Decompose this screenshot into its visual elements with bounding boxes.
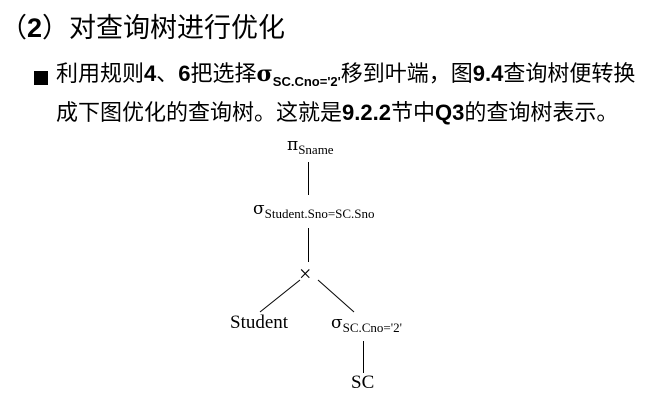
relation-student: Student	[230, 312, 289, 333]
heading-number: 2	[27, 13, 43, 43]
rule-number: 4	[144, 61, 157, 86]
cross-product-symbol: ×	[299, 261, 312, 286]
join-condition: Student.Sno=SC.Sno	[264, 206, 375, 221]
edge-select-product	[308, 228, 309, 262]
projection-node: πSname	[287, 134, 334, 158]
text-run: 把选择	[190, 62, 257, 87]
edge-select-sc	[363, 341, 364, 373]
projection-attribute: Sname	[298, 142, 334, 157]
edge-projection-select	[308, 162, 309, 195]
heading-title: ）对查询树进行优化	[42, 13, 286, 44]
heading-open-paren: （	[0, 13, 27, 44]
section-heading: （2）对查询树进行优化	[0, 6, 285, 45]
edge-product-right-select	[317, 279, 355, 313]
sigma-symbol: σ	[331, 313, 343, 333]
sigma-symbol: σ	[253, 199, 265, 219]
square-bullet-icon	[34, 71, 48, 85]
right-select-node: σSC.Cno='2'	[331, 312, 402, 336]
product-node: ×	[299, 261, 311, 287]
edge-product-student	[259, 279, 301, 313]
sigma-symbol: σ	[256, 61, 273, 87]
sc-leaf: SC	[351, 372, 374, 394]
text-run: 移到叶端，图	[340, 62, 473, 87]
text-run: 节中	[390, 101, 435, 126]
student-leaf: Student	[230, 312, 288, 334]
relation-sc: SC	[351, 372, 375, 393]
pi-symbol: π	[287, 135, 299, 155]
text-run: 查询树便转换成下图优化的查询树。这就是	[56, 62, 636, 126]
bullet-text: 利用规则4、6把选择σSC.Cno='2'移到叶端，图9.4查询树便转换成下图优…	[56, 58, 656, 129]
sigma-condition: SC.Cno='2'	[272, 74, 341, 89]
select-condition: SC.Cno='2'	[342, 320, 402, 335]
join-select-node: σStudent.Sno=SC.Sno	[253, 198, 375, 222]
text-run: 利用规则	[56, 62, 145, 87]
text-run: 的查询树表示。	[464, 101, 619, 126]
figure-number: 9.4	[472, 61, 504, 86]
section-number: 9.2.2	[342, 100, 391, 125]
rule-number: 6	[178, 61, 191, 86]
query-name: Q3	[434, 100, 465, 125]
text-run: 、	[156, 62, 179, 87]
